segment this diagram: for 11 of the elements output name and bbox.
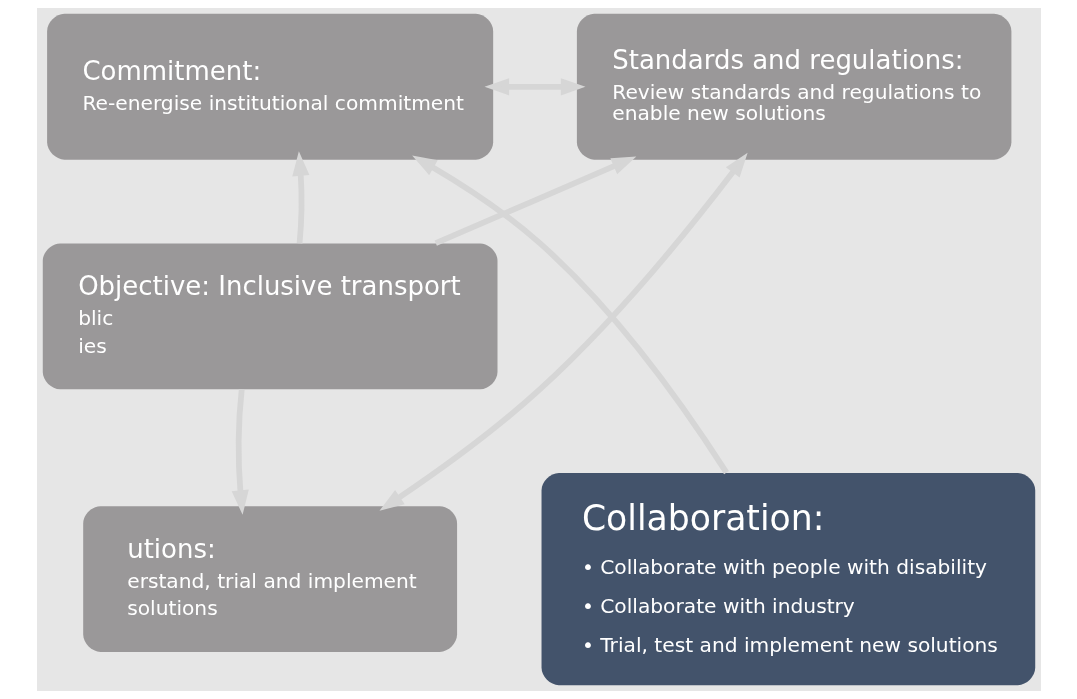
arrow bbox=[484, 78, 585, 96]
node-box: Standards and regulations: Review standards and regulations to enable new solutions bbox=[576, 13, 1011, 160]
arrow bbox=[434, 156, 636, 246]
arrow bbox=[231, 389, 249, 515]
node-box: Objective: Inclusive transport blic ies bbox=[42, 243, 497, 390]
node-box: utions: erstand, trial and implement solutions bbox=[82, 506, 457, 652]
node-box: Commitment: Re-energise institutional commitment bbox=[46, 13, 493, 160]
arrow bbox=[291, 151, 309, 244]
node-box: Collaboration: • Collaborate with people with disability • Collaborate with industry • Trial, test and implement new solutions bbox=[541, 472, 1035, 686]
arrow bbox=[411, 155, 729, 475]
arrow bbox=[378, 152, 748, 511]
